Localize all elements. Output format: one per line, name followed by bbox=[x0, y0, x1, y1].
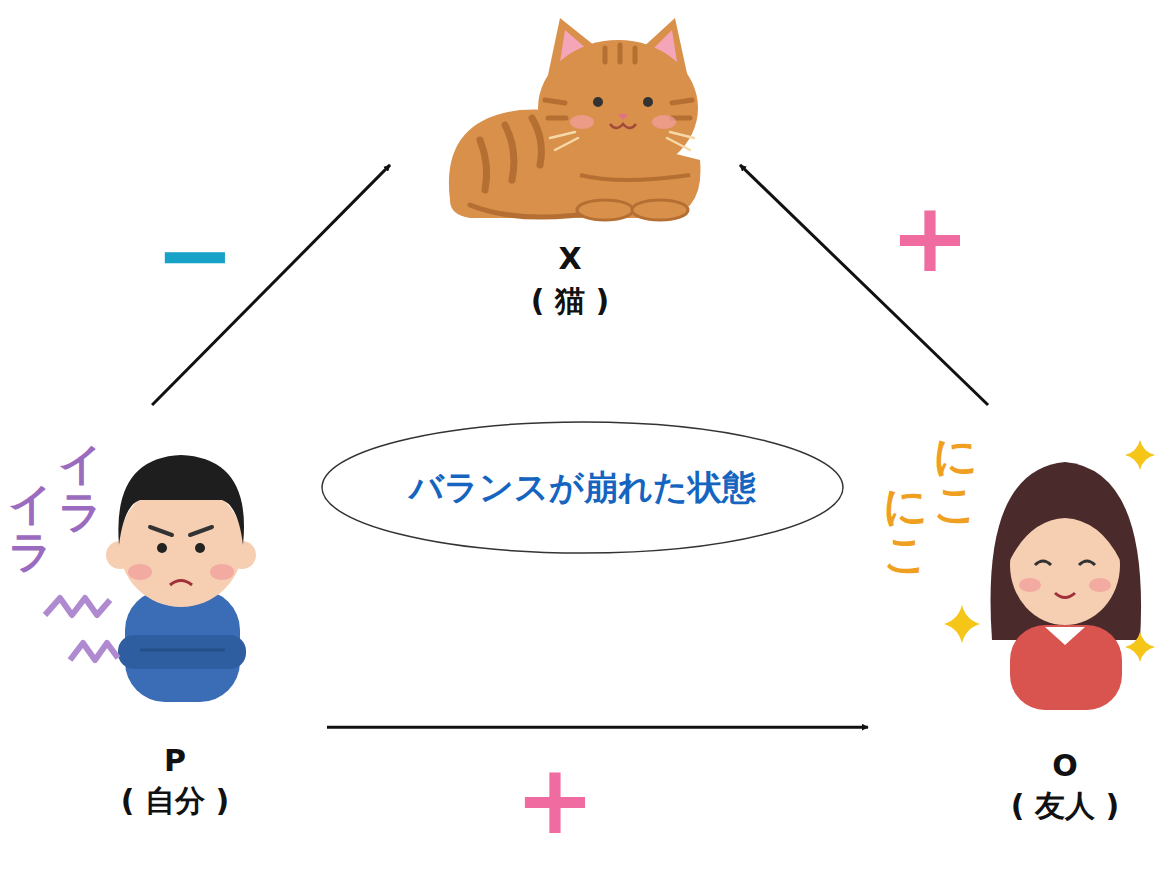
balance-ellipse: バランスが崩れた状態 bbox=[320, 420, 845, 555]
cat-illustration bbox=[449, 18, 701, 220]
emotion-onomatopoeia: にこ bbox=[883, 482, 927, 579]
balance-text: バランスが崩れた状態 bbox=[409, 465, 756, 511]
emotion-onomatopoeia: イラ bbox=[8, 480, 52, 577]
arrow-connector bbox=[152, 165, 390, 405]
arrow-connector bbox=[327, 726, 868, 729]
sign-label: + bbox=[515, 752, 595, 848]
emotion-onomatopoeia: にこ bbox=[933, 432, 977, 529]
node-caption: ( 友人 ) bbox=[1011, 789, 1119, 822]
emotion-onomatopoeia: イラ bbox=[58, 440, 102, 537]
node-caption: ( 自分 ) bbox=[121, 784, 229, 817]
arrow-connector bbox=[740, 165, 988, 405]
friend-node: O ( 友人 ) bbox=[868, 405, 1158, 825]
node-letter: O bbox=[1052, 749, 1078, 782]
woman-illustration bbox=[991, 462, 1142, 710]
node-letter: X bbox=[558, 242, 581, 275]
node-caption: ( 猫 ) bbox=[531, 284, 609, 317]
self-node: P ( 自分 ) bbox=[90, 405, 327, 825]
sign-label: − bbox=[155, 207, 235, 303]
ellipse-shape bbox=[322, 422, 843, 553]
sign-label: + bbox=[890, 190, 970, 286]
cat-node: X ( 猫 ) bbox=[390, 20, 740, 320]
node-letter: P bbox=[164, 744, 186, 777]
